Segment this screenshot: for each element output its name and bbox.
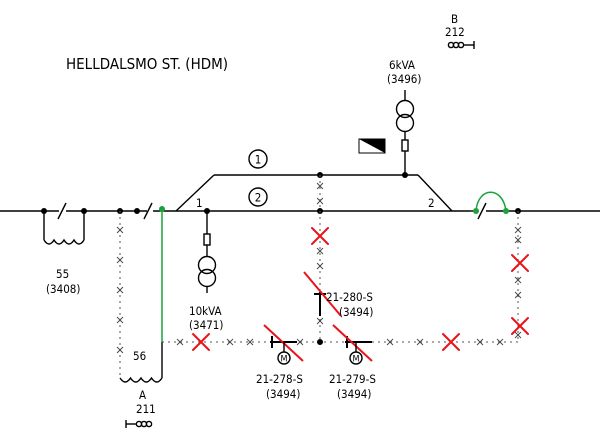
- disconnector-55-id: (3408): [46, 282, 80, 296]
- cross-icon: [511, 254, 529, 272]
- switch-2-label: 2: [428, 196, 435, 210]
- feeder-a-letter: A: [139, 388, 146, 402]
- transformer-6kva-rating: 6kVA: [389, 58, 415, 72]
- main-line: [0, 202, 600, 220]
- track-1-number: 1: [255, 153, 262, 167]
- transformer-coil-icon: [395, 99, 415, 119]
- feeder-a-insulator-icon: [125, 420, 153, 428]
- transformer-6kva-id: (3496): [387, 72, 421, 86]
- junction-dot: [134, 208, 140, 214]
- junction-dot: [317, 339, 323, 345]
- switch-21-280-s-id: (3494): [339, 305, 373, 319]
- feeder-a[interactable]: A 211: [125, 388, 156, 428]
- switch-21-280-s[interactable]: 21-280-S (3494): [303, 271, 373, 319]
- motor-icon: M: [277, 351, 291, 365]
- transformer-10kva-rating: 10kVA: [189, 304, 222, 318]
- transformer-coil-icon: [197, 268, 217, 288]
- cross-icon: [192, 333, 210, 351]
- switch-21-279-s[interactable]: M 21-279-S (3494): [329, 324, 376, 401]
- feeder-b-letter: B: [451, 12, 458, 26]
- feeder-b[interactable]: B 212: [445, 12, 475, 49]
- motor-symbol-278: M: [281, 355, 288, 365]
- cross-icon: [511, 317, 529, 335]
- feeder-b-number: 212: [445, 25, 465, 39]
- switch-21-280-s-label: 21-280-S: [326, 290, 373, 304]
- fault-cross-marks: [192, 227, 529, 351]
- switch-21-278-s-label: 21-278-S: [256, 372, 303, 386]
- switch-21-279-s-id: (3494): [337, 387, 371, 401]
- energized-feed: [159, 206, 165, 342]
- transformer-10kva[interactable]: 10kVA (3471): [189, 211, 223, 332]
- transformer-coil-icon: [395, 113, 415, 133]
- disconnector-55-label: 55: [56, 267, 69, 281]
- section-insulator-left-b: [143, 202, 153, 220]
- track-2-marker: 2: [248, 187, 268, 207]
- return-line: [162, 175, 522, 346]
- disconnector-56[interactable]: 56: [116, 211, 163, 383]
- disconnector-55[interactable]: 55 (3408): [43, 211, 85, 296]
- cross-icon: [311, 227, 329, 245]
- indicator-flag-icon: [358, 138, 386, 154]
- feeder-b-insulator-icon: [447, 41, 475, 49]
- section-insulator-right: [477, 202, 487, 220]
- fuse-icon: [203, 233, 211, 246]
- switch-21-278-s[interactable]: M 21-278-S (3494): [256, 324, 304, 401]
- winding-icon: [43, 238, 85, 245]
- jumper-right: [473, 191, 509, 214]
- cross-icon: [442, 333, 460, 351]
- feeder-a-number: 211: [136, 402, 156, 416]
- section-insulator-left-a: [57, 202, 67, 220]
- switch-21-278-s-id: (3494): [266, 387, 300, 401]
- switch-1-label: 1: [196, 196, 203, 210]
- winding-icon: [119, 376, 163, 383]
- station-title: HELLDALSMO ST. (HDM): [66, 55, 228, 73]
- motor-symbol-279: M: [353, 355, 360, 365]
- fuse-icon: [401, 139, 409, 152]
- track-2-number: 2: [255, 191, 262, 205]
- motor-icon: M: [349, 351, 363, 365]
- track-1-loop: [175, 172, 453, 212]
- disconnector-56-label: 56: [133, 349, 146, 363]
- track-1-marker: 1: [248, 149, 268, 169]
- transformer-10kva-id: (3471): [189, 318, 223, 332]
- switch-21-279-s-label: 21-279-S: [329, 372, 376, 386]
- transformer-6kva[interactable]: 6kVA (3496): [387, 58, 421, 175]
- transformer-coil-icon: [197, 255, 217, 275]
